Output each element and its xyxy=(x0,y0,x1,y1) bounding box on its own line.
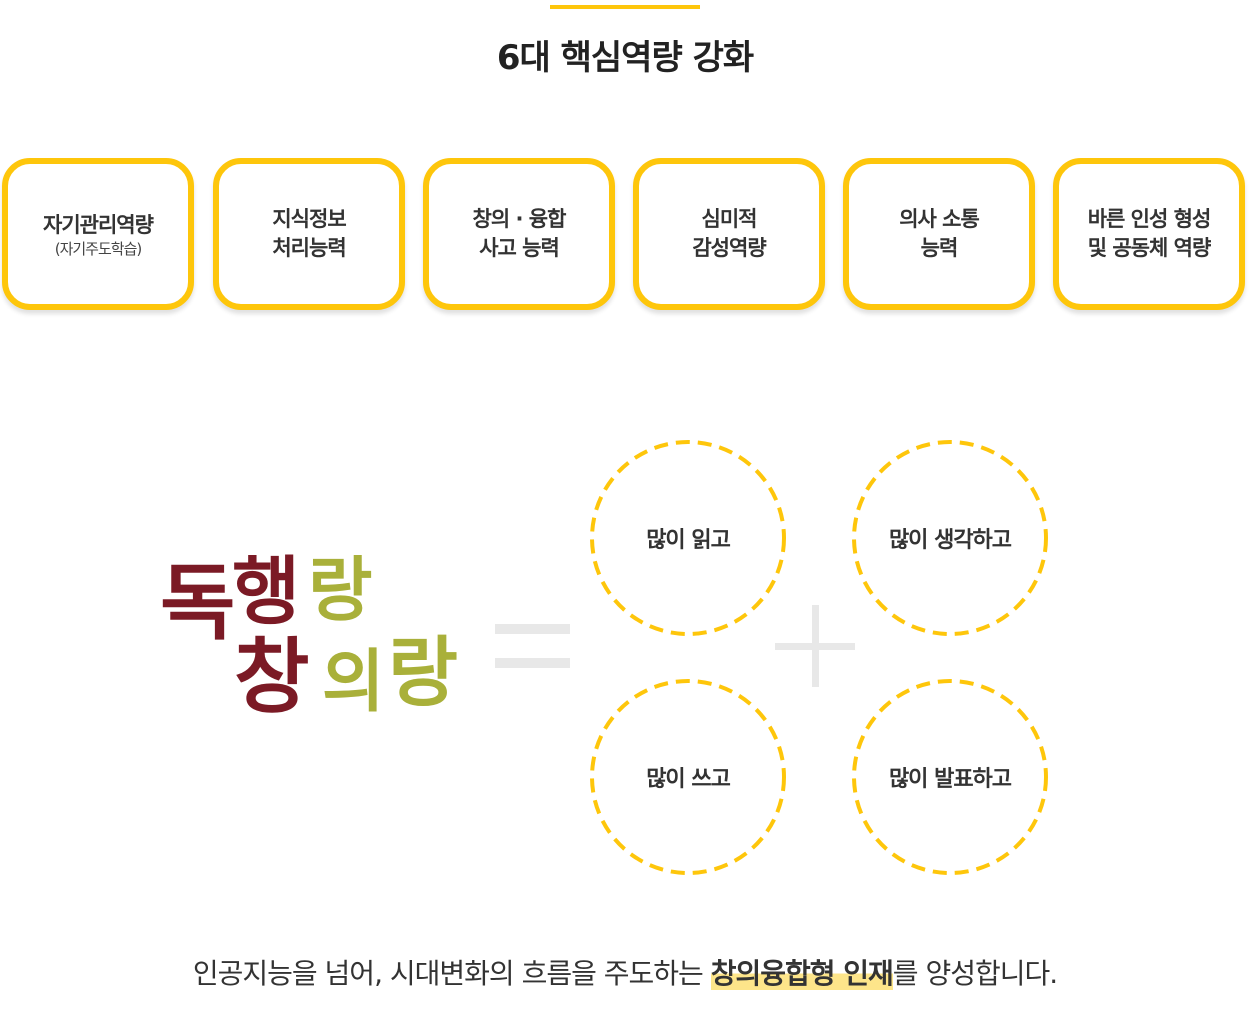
competency-title-line2: 감성역량 xyxy=(692,236,766,260)
competency-title: 바른 인성 형성 xyxy=(1087,207,1212,231)
equals-sign xyxy=(495,624,570,692)
activity-reading: 많이 읽고 xyxy=(589,439,787,637)
logo-char: 의 xyxy=(322,643,385,722)
plus-bar-vertical xyxy=(812,605,819,687)
competency-title: 지식정보 xyxy=(272,207,346,231)
competency-card-communication: 의사 소통 능력 xyxy=(843,158,1035,310)
dashed-circle-outline xyxy=(852,440,1048,636)
competency-card-self-management: 자기관리역량 (자기주도학습) xyxy=(2,158,194,310)
activity-label: 많이 발표하고 xyxy=(888,767,1012,792)
competency-card-character: 바른 인성 형성 및 공동체 역량 xyxy=(1053,158,1245,310)
competency-title-line2: 능력 xyxy=(920,236,959,260)
slogan-highlight: 창의융합형 인재 xyxy=(710,957,894,990)
activity-label: 많이 쓰고 xyxy=(646,767,731,792)
dashed-circle-outline xyxy=(852,679,1048,875)
logo-char: 창 xyxy=(234,630,309,725)
competency-title-line2: 처리능력 xyxy=(272,236,346,260)
dashed-circle-outline xyxy=(590,679,786,875)
competency-list: 자기관리역량 (자기주도학습) 지식정보 처리능력 창의 · 융합 사고 능력 … xyxy=(0,158,1250,318)
competency-title: 심미적 xyxy=(701,207,758,231)
slogan-text-end: 를 양성합니다. xyxy=(892,957,1058,990)
competency-title-line2: 사고 능력 xyxy=(479,236,560,260)
activity-label: 많이 읽고 xyxy=(646,528,731,553)
page-title: 6대 핵심역량 강화 xyxy=(496,38,754,78)
activity-presenting: 많이 발표하고 xyxy=(851,678,1049,876)
dashed-circle-outline xyxy=(590,440,786,636)
logo-char: 행 xyxy=(232,549,300,635)
logo-char: 랑 xyxy=(388,628,458,717)
competency-title: 창의 · 융합 xyxy=(472,207,567,231)
competency-card-creative: 창의 · 융합 사고 능력 xyxy=(423,158,615,310)
competency-title-line2: 및 공동체 역량 xyxy=(1087,236,1212,260)
program-logo: 독 행 랑 창 의 랑 xyxy=(160,555,460,735)
logo-char: 랑 xyxy=(308,549,372,631)
plus-sign xyxy=(775,605,855,687)
slogan: 인공지능을 넘어, 시대변화의 흐름을 주도하는 창의융합형 인재를 양성합니다… xyxy=(0,952,1250,992)
competency-title: 의사 소통 xyxy=(899,207,980,231)
equals-bar-top xyxy=(495,624,570,634)
title-accent-bar xyxy=(550,5,700,9)
activity-thinking: 많이 생각하고 xyxy=(851,439,1049,637)
equals-bar-bottom xyxy=(495,658,570,668)
slogan-text: 인공지능을 넘어, 시대변화의 흐름을 주도하는 xyxy=(192,957,711,990)
competency-card-aesthetic: 심미적 감성역량 xyxy=(633,158,825,310)
logo-char: 독 xyxy=(160,556,235,651)
competency-card-information: 지식정보 처리능력 xyxy=(213,158,405,310)
activity-label: 많이 생각하고 xyxy=(888,528,1012,553)
competency-subtitle: (자기주도학습) xyxy=(54,239,143,258)
activity-writing: 많이 쓰고 xyxy=(589,678,787,876)
competency-title: 자기관리역량 xyxy=(43,212,154,237)
